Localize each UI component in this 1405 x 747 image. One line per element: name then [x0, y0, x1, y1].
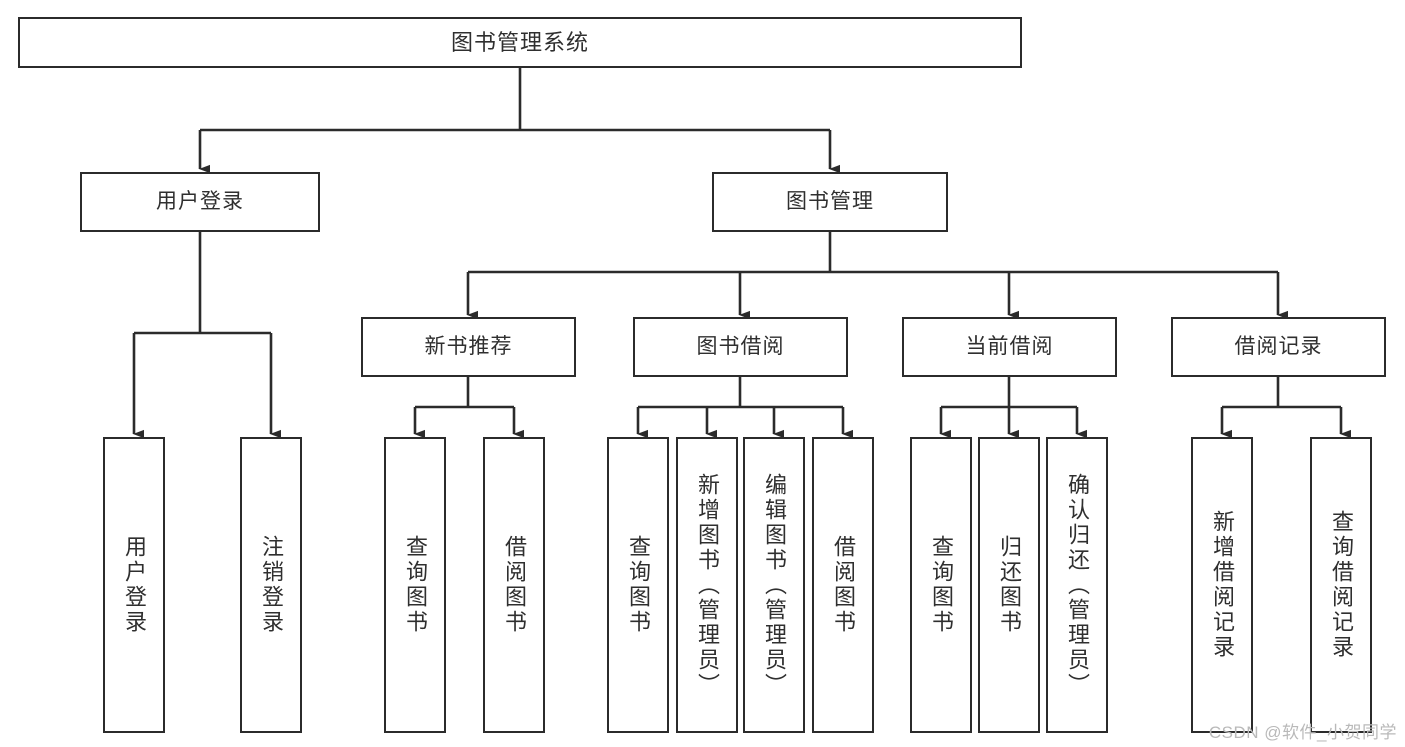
node-leaf-query-book-borrow[interactable]: 查询图书	[607, 437, 669, 733]
node-label: 注销登录	[259, 535, 284, 635]
node-leaf-query-book-recommend[interactable]: 查询图书	[384, 437, 446, 733]
node-leaf-borrow-book-recommend[interactable]: 借阅图书	[483, 437, 545, 733]
node-new-book-recommend[interactable]: 新书推荐	[361, 317, 576, 377]
node-label: 查询图书	[929, 535, 954, 635]
node-book-borrow[interactable]: 图书借阅	[633, 317, 848, 377]
node-label: 图书管理	[786, 189, 874, 213]
node-label: 借阅图书	[831, 535, 856, 635]
node-leaf-query-book-current[interactable]: 查询图书	[910, 437, 972, 733]
node-leaf-return-book[interactable]: 归还图书	[978, 437, 1040, 733]
node-label: 当前借阅	[965, 334, 1054, 358]
node-label: 查询图书	[626, 535, 651, 635]
node-label: 新增借阅记录	[1210, 510, 1235, 660]
node-leaf-confirm-return[interactable]: 确认归还（管理员）	[1046, 437, 1108, 733]
node-leaf-add-borrow-record[interactable]: 新增借阅记录	[1191, 437, 1253, 733]
edge-userlogin-to-leaves	[132, 232, 281, 439]
node-label: 用户登录	[122, 535, 147, 635]
node-label: 查询图书	[403, 535, 428, 635]
node-leaf-logout[interactable]: 注销登录	[240, 437, 302, 733]
edge-borrowrecord-to-leaves	[1220, 377, 1351, 439]
csdn-watermark: CSDN @软件_小贺同学	[1208, 723, 1397, 742]
node-label: 图书管理系统	[450, 29, 589, 55]
edge-currentborrow-to-leaves	[939, 377, 1087, 439]
node-leaf-query-borrow-record[interactable]: 查询借阅记录	[1310, 437, 1372, 733]
edge-bookborrow-to-leaves	[636, 377, 853, 439]
node-label: 新书推荐	[424, 334, 513, 358]
node-user-login[interactable]: 用户登录	[80, 172, 320, 232]
node-label: 借阅图书	[502, 535, 527, 635]
node-book-manage[interactable]: 图书管理	[712, 172, 948, 232]
edge-bookmanage-to-level3	[466, 232, 1288, 320]
node-label: 新增图书（管理员）	[695, 472, 720, 698]
node-label: 用户登录	[156, 189, 244, 213]
node-current-borrow[interactable]: 当前借阅	[902, 317, 1117, 377]
edge-newbook-to-leaves	[413, 377, 524, 439]
node-borrow-record[interactable]: 借阅记录	[1171, 317, 1386, 377]
node-label: 归还图书	[997, 535, 1022, 635]
node-leaf-borrow-book[interactable]: 借阅图书	[812, 437, 874, 733]
node-label: 借阅记录	[1234, 334, 1323, 358]
node-leaf-edit-book[interactable]: 编辑图书（管理员）	[743, 437, 805, 733]
edge-root-to-level2	[198, 68, 840, 174]
node-label: 查询借阅记录	[1329, 510, 1354, 660]
node-label: 编辑图书（管理员）	[762, 472, 787, 698]
node-label: 确认归还（管理员）	[1065, 472, 1090, 698]
node-root-system[interactable]: 图书管理系统	[18, 17, 1022, 68]
node-leaf-add-book[interactable]: 新增图书（管理员）	[676, 437, 738, 733]
node-leaf-user-login[interactable]: 用户登录	[103, 437, 165, 733]
node-label: 图书借阅	[696, 334, 785, 358]
